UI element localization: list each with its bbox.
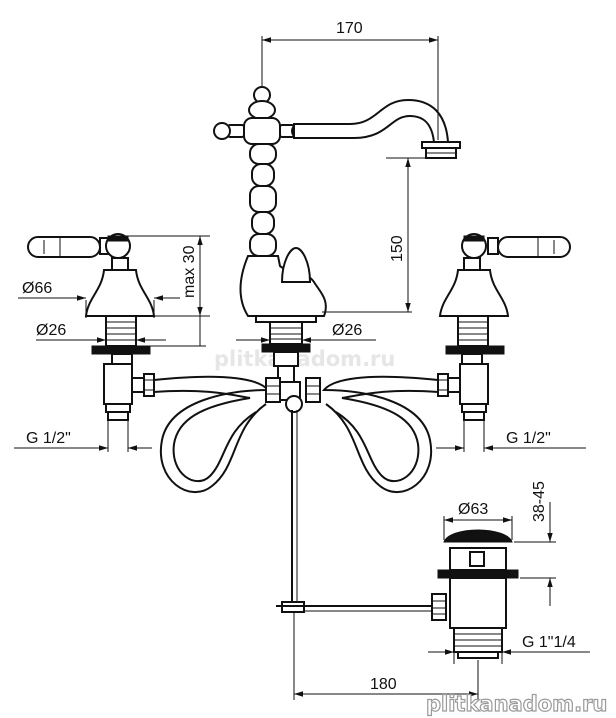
dim-thread-right: G 1/2" (506, 430, 551, 447)
dim-rosette-diameter: Ø66 (22, 280, 52, 297)
dim-drain-height: 38-45 (531, 481, 548, 522)
pop-up-rod (276, 410, 432, 613)
dim-handle-max: max 30 (181, 245, 198, 298)
drain (431, 529, 519, 659)
dim-thread-left: G 1/2" (26, 430, 71, 447)
watermark-bottom: plitkanadom.ru (426, 692, 607, 716)
spout (213, 86, 461, 413)
dim-spout-height: 150 (389, 235, 406, 262)
dim-pop-up-length: 180 (370, 676, 397, 693)
dim-spout-reach: 170 (336, 20, 363, 37)
left-valve (27, 233, 156, 421)
dimension-lines (14, 36, 590, 700)
dim-drain-diameter: Ø63 (458, 501, 488, 518)
dim-shank-center: Ø26 (332, 322, 362, 339)
right-valve (437, 233, 571, 421)
dim-shank-left: Ø26 (36, 322, 66, 339)
flex-hoses (153, 375, 439, 493)
dim-drain-thread: G 1"1/4 (522, 634, 576, 651)
